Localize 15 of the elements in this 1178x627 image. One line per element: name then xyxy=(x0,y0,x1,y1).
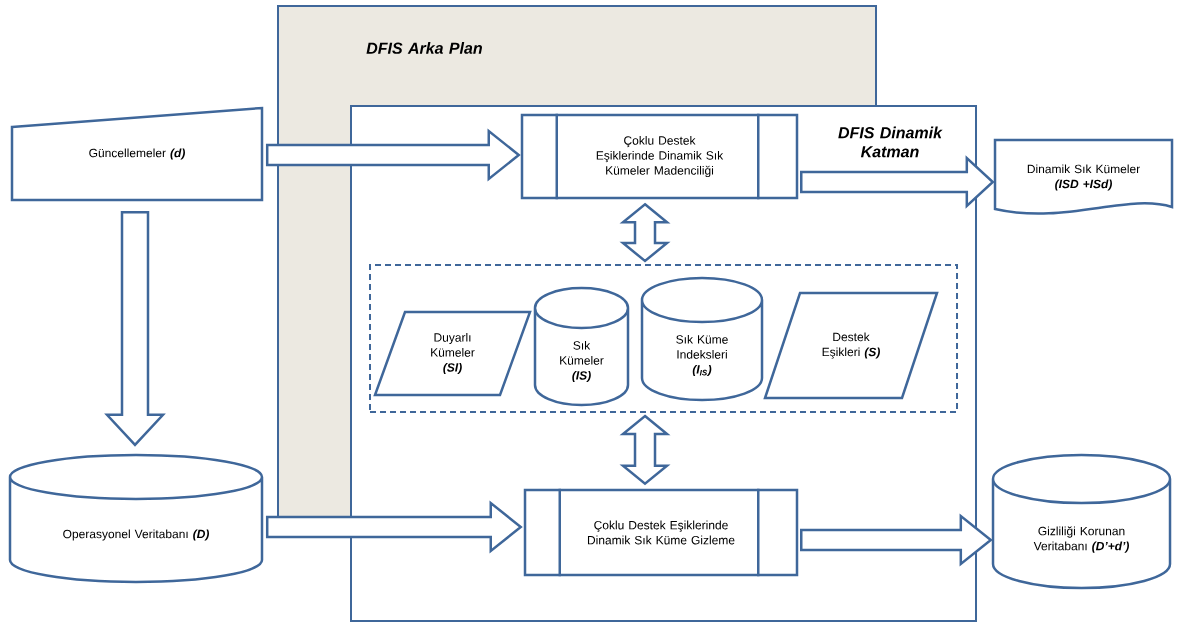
panel-title: DFIS Dinamik Katman xyxy=(838,126,943,158)
process-box: Çoklu Destek Eşiklerinde Dinamik Sık Kümeler Madenciliği xyxy=(520,113,799,200)
block-arrow xyxy=(265,128,521,182)
data-parallelogram: Destek Eşikleri (S) xyxy=(763,291,939,400)
database-cylinder: Gizliliği Korunan Veritabanı (D’+d’) xyxy=(991,453,1172,590)
database-cylinder: Operasyonel Veritabanı (D) xyxy=(8,453,264,584)
data-parallelogram: Duyarlı Kümeler (SI) xyxy=(373,310,532,397)
block-arrow xyxy=(800,513,993,567)
double-block-arrow xyxy=(619,414,671,486)
block-arrow xyxy=(800,155,995,209)
block-arrow xyxy=(265,500,523,554)
database-cylinder: Sık Kümeler (IS) xyxy=(533,286,630,407)
block-arrow xyxy=(104,210,166,447)
database-cylinder: Sık Küme Indeksleri (I$_{IS}$) xyxy=(640,276,764,402)
panel-title: DFIS Arka Plan xyxy=(366,42,482,54)
